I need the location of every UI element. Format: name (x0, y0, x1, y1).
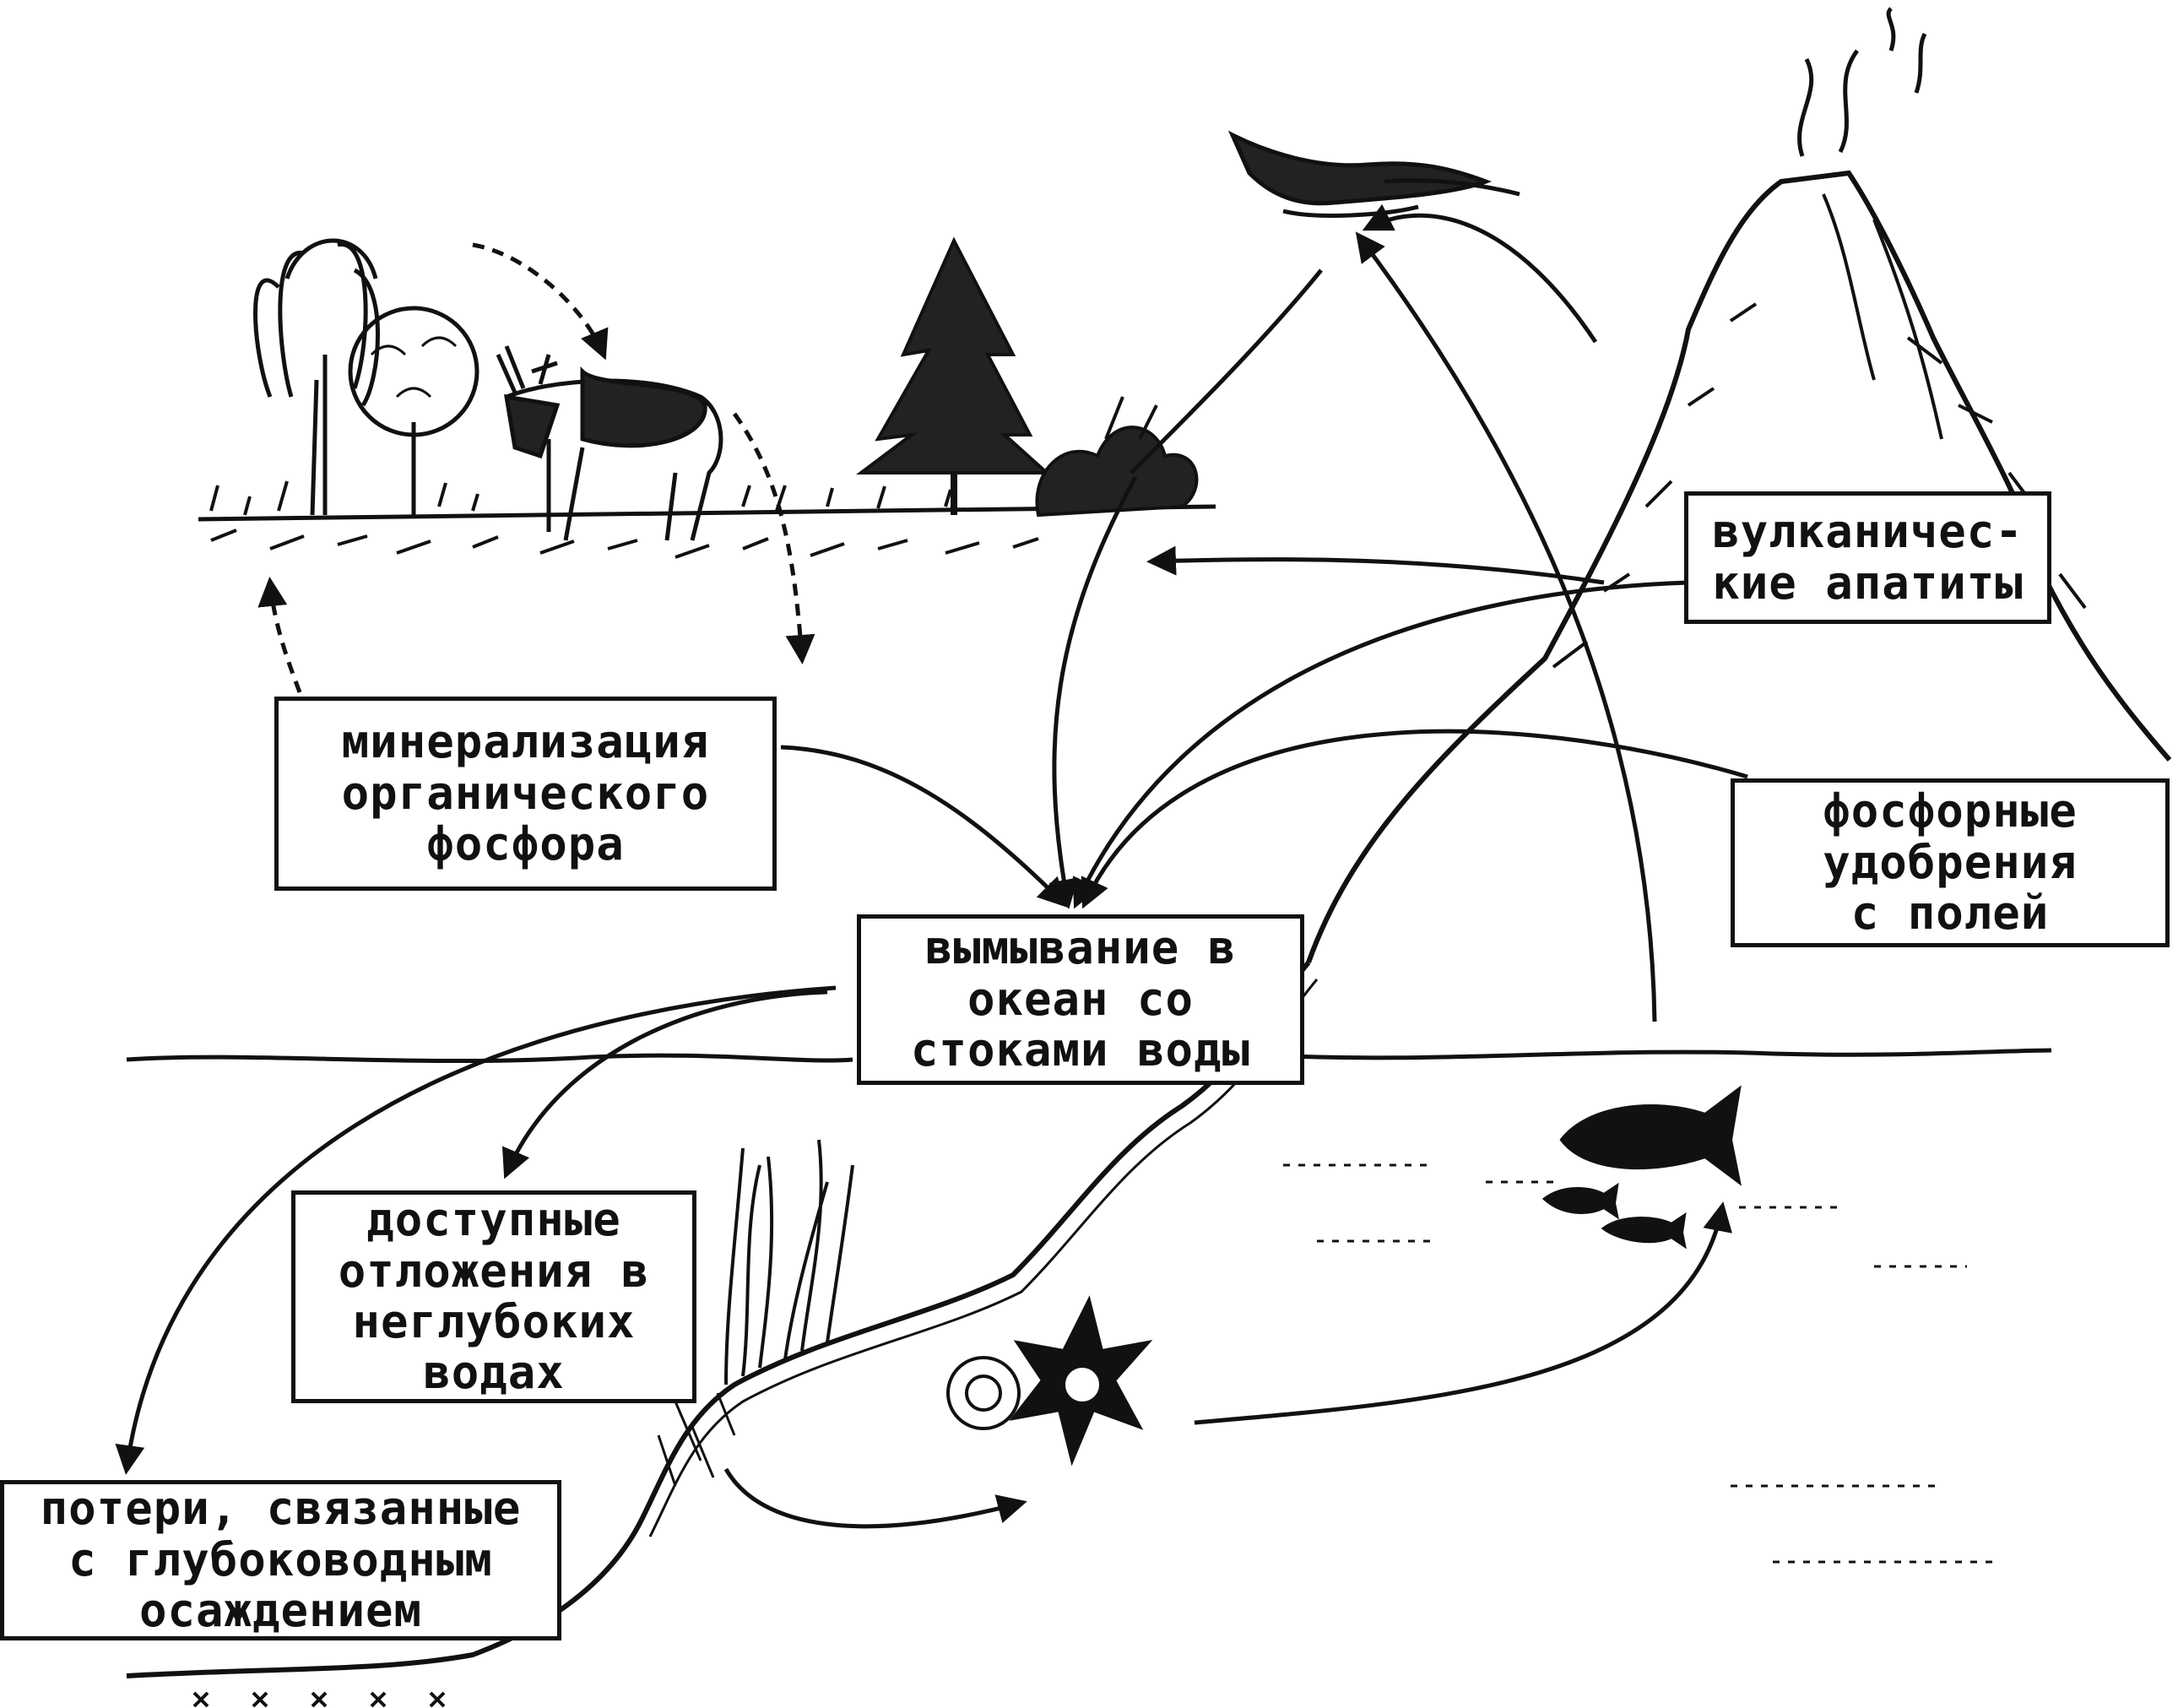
fertilizers-label-box: фосфорные удобрения с полей (1731, 778, 2170, 947)
leaching-line-3: стоками воды (910, 1023, 1251, 1077)
fish-icon (1541, 1085, 1742, 1250)
deep-line-3: осаждением (138, 1584, 423, 1638)
reeds-icon (724, 1139, 854, 1385)
mineralization-label-box: минерализация органического фосфора (274, 697, 777, 891)
volcanic-apatites-label-box: вулканичес- кие апатиты (1684, 491, 2051, 624)
tree-icon (348, 306, 479, 515)
plankton-icon (946, 1295, 1153, 1467)
shallow-deposits-label-box: доступные отложения в неглубоких водах (291, 1190, 696, 1403)
moose-icon (496, 345, 723, 541)
deep-line-1: потери, связанные (40, 1482, 522, 1536)
shallow-line-1: доступные (366, 1193, 621, 1247)
shallow-line-2: отложения в (338, 1244, 650, 1298)
apatites-line-1: вулканичес- (1712, 505, 2024, 559)
seabed-slope (126, 961, 1319, 1708)
fertilizers-line-1: фосфорные (1823, 784, 2078, 838)
mineralization-line-1: минерализация (341, 715, 710, 769)
bird-icon (1227, 130, 1520, 218)
deep-line-2: с глубоководным (68, 1532, 493, 1586)
leaching-line-2: океан со (967, 972, 1195, 1026)
bush-icon (1035, 396, 1199, 518)
cycle-arrows (115, 203, 1748, 1529)
deep-losses-label-box: потери, связанные с глубоководным осажде… (0, 1480, 561, 1640)
fertilizers-line-3: с полей (1850, 887, 2050, 941)
leaching-label-box: вымывание в океан со стоками воды (857, 914, 1304, 1085)
apatites-line-2: кие апатиты (1712, 556, 2024, 610)
mineralization-line-2: органического (341, 766, 710, 820)
shallow-line-3: неглубоких (352, 1295, 636, 1348)
fertilizers-line-2: удобрения (1823, 835, 2078, 889)
fir-tree-icon (856, 236, 1052, 515)
mineralization-line-3: фосфора (426, 817, 625, 871)
shallow-line-4: водах (423, 1346, 565, 1400)
water-surface (126, 1048, 2052, 1564)
leaching-line-1: вымывание в (924, 921, 1237, 975)
tree-icon (253, 238, 380, 516)
